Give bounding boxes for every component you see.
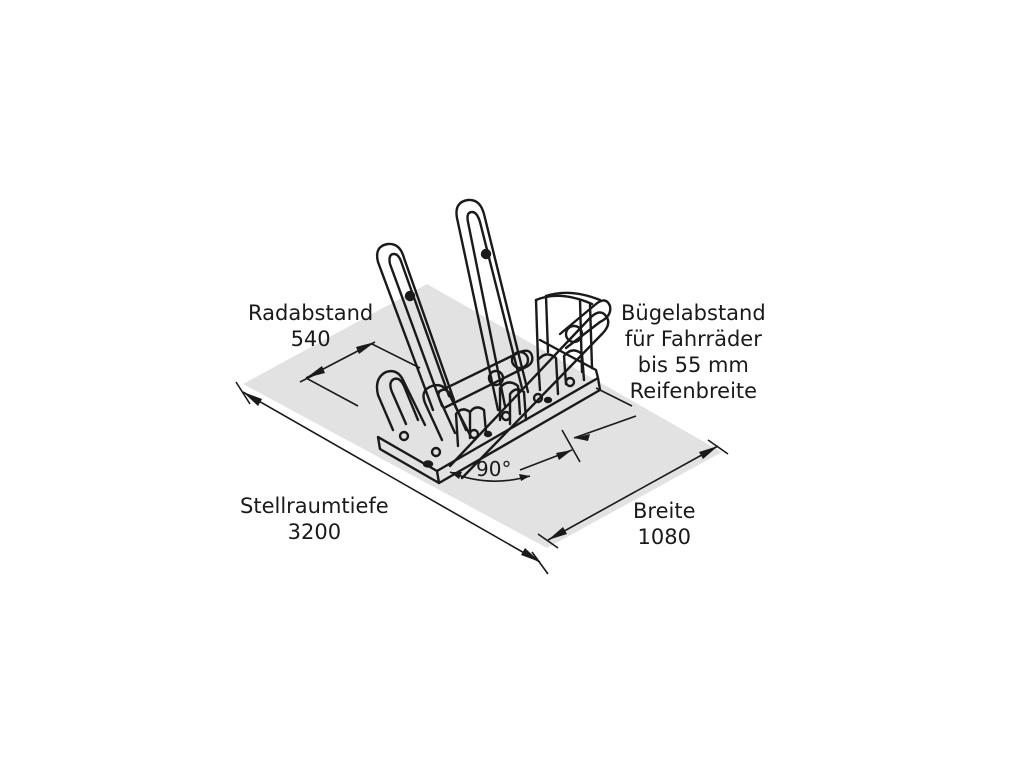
label-stellraumtiefe-value: 3200 [287, 520, 342, 544]
cross-tube-2 [448, 311, 610, 480]
bike-rack [375, 198, 612, 485]
label-buegelabstand: Bügelabstand für Fahrräder bis 55 mm Rei… [621, 300, 766, 404]
label-breite-value: 1080 [637, 525, 691, 549]
label-radabstand-title: Radabstand [248, 301, 374, 325]
cross-tube-1 [436, 349, 534, 410]
tall-hoop-2 [455, 198, 530, 412]
tall-hoop-1 [375, 242, 456, 412]
cross-tube-3 [558, 299, 612, 350]
label-buegelabstand-line3: bis 55 mm [637, 353, 749, 377]
dimension-lines [235, 341, 729, 575]
rear-hoop [534, 294, 594, 374]
label-breite: Breite 1080 [633, 498, 696, 550]
label-buegelabstand-line4: Reifenbreite [629, 379, 758, 403]
label-breite-title: Breite [633, 499, 696, 523]
label-radabstand-value: 540 [290, 327, 331, 351]
label-angle: 90° [476, 457, 512, 481]
label-radabstand: Radabstand 540 [248, 300, 373, 352]
dim-breite-line [547, 445, 719, 541]
dim-stellraumtiefe-line [242, 391, 541, 563]
label-buegelabstand-line2: für Fahrräder [624, 327, 762, 351]
label-buegelabstand-line1: Bügelabstand [621, 301, 766, 325]
label-stellraumtiefe: Stellraumtiefe 3200 [240, 493, 389, 545]
label-stellraumtiefe-title: Stellraumtiefe [240, 494, 389, 518]
low-hoop-1 [375, 369, 427, 432]
